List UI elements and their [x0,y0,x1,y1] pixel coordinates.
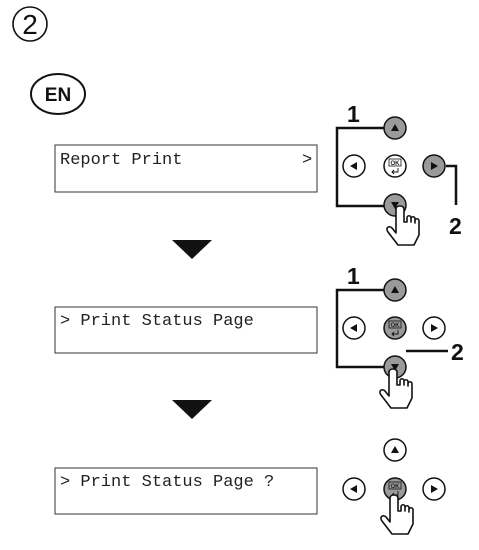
left-arrow-icon [350,324,357,332]
lcd-display-1: Report Print > [54,144,318,193]
left-key-3[interactable] [342,477,366,501]
ok-label-2: OK [391,323,401,329]
lcd-text-1: Report Print [60,151,182,170]
control-pad-1: OK 1 2 [335,101,462,246]
callout-2-label: 2 [449,213,462,239]
language-badge: EN [30,73,86,115]
pointing-hand-icon [380,494,414,535]
callout-line-3 [335,288,384,369]
step-number-badge: 2 [12,6,48,42]
right-key-1[interactable] [422,154,446,178]
callout-2-label: 2 [451,339,464,365]
right-arrow-icon [431,162,438,170]
right-arrow-icon [431,485,438,493]
up-key-2[interactable] [383,278,407,302]
ok-key-2[interactable]: OK [383,316,407,340]
lcd-display-2: > Print Status Page [54,306,318,354]
lcd-display-3: > Print Status Page ? [54,467,318,515]
ok-key-1[interactable]: OK [383,154,407,178]
callout-1-label: 1 [347,263,360,289]
left-arrow-icon [350,162,357,170]
pointing-hand-icon [386,205,420,246]
right-key-3[interactable] [422,477,446,501]
control-pad-2: OK 1 2 [335,263,464,409]
step-number: 2 [22,9,38,40]
enter-icon [391,330,399,337]
lcd-arrow-1: > [302,151,312,170]
flow-arrow-down-1 [172,240,212,259]
up-key-1[interactable] [383,116,407,140]
ok-key-3[interactable]: OK [383,477,407,501]
pointing-hand-icon [379,368,413,409]
flow-arrow-down-2 [172,400,212,419]
left-key-2[interactable] [342,316,366,340]
callout-1-label: 1 [347,101,360,127]
up-arrow-icon [391,124,399,131]
lcd-text-2: > Print Status Page [60,312,254,331]
language-badge-label: EN [45,85,71,106]
down-arrow-icon [391,364,399,371]
right-arrow-icon [431,324,438,332]
up-key-3[interactable] [383,438,407,462]
left-key-1[interactable] [342,154,366,178]
enter-icon [391,168,399,175]
up-arrow-icon [391,286,399,293]
ok-label-1: OK [391,161,401,167]
up-arrow-icon [391,446,399,453]
lcd-text-3: > Print Status Page ? [60,473,274,492]
callout-line-1 [335,126,384,208]
ok-label-3: OK [391,484,401,490]
control-pad-3: OK [342,438,446,535]
left-arrow-icon [350,485,357,493]
down-arrow-icon [391,202,399,209]
right-key-2[interactable] [422,316,446,340]
callout-line-2 [446,164,458,205]
